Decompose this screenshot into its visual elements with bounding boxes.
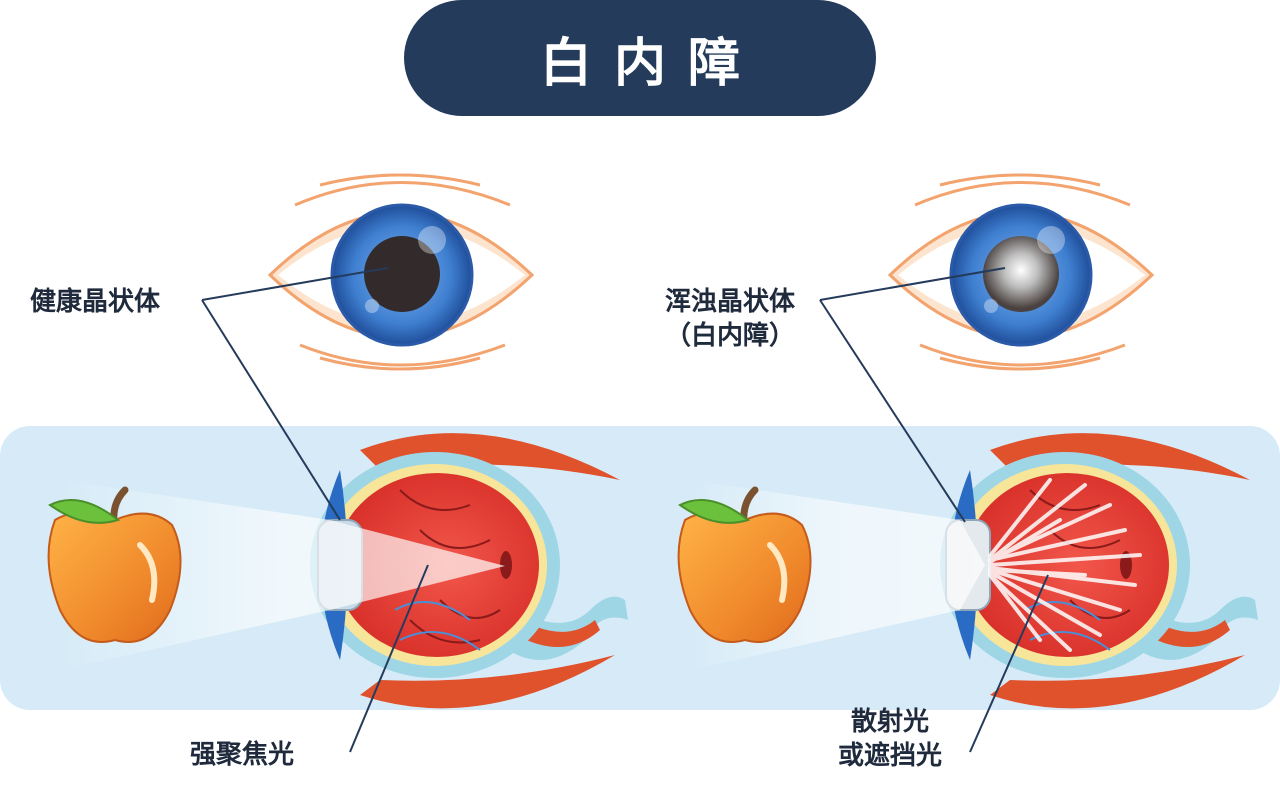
scatter-label: 散射光 或遮挡光 [820,705,960,773]
background-band [0,426,1280,710]
leader-lines [201,267,1049,753]
cloudy-lens-label-line1: 浑浊晶状体 [664,287,795,317]
healthy-pupil [364,236,440,312]
cataract-eye-front [887,173,1155,371]
healthy-eye-front [267,173,535,371]
focus-label: 强聚焦光 [190,740,295,770]
page-title: 白内障 [539,33,762,94]
apple-right [677,486,812,643]
scatter-label-line1: 散射光 [850,707,929,737]
cloudy-pupil [983,236,1059,312]
title-banner: 白内障 [404,0,876,116]
cloudy-lens-label: 浑浊晶状体 （白内障） [640,285,820,353]
apple-left [47,486,182,643]
healthy-lens-label: 健康晶状体 [30,287,161,317]
cloudy-lens-label-line2: （白内障） [664,321,795,351]
scattered-rays [988,478,1142,652]
scatter-label-line2: 或遮挡光 [837,741,942,771]
